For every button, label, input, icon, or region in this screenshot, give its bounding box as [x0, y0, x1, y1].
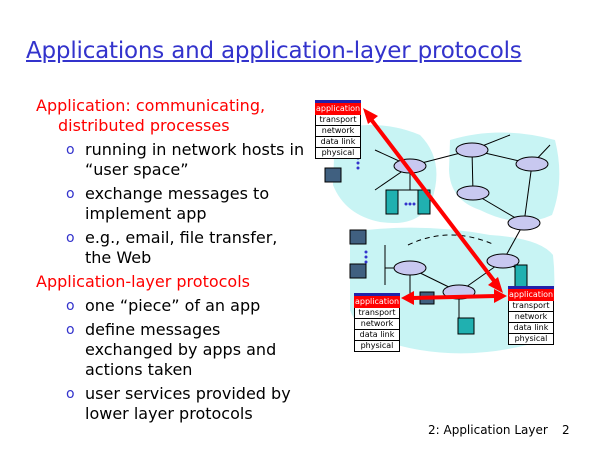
bullet-text: implement app	[85, 204, 207, 223]
protocol-stack-host-right: application transport network data link …	[508, 286, 554, 345]
layer-data-link: data link	[354, 330, 400, 341]
server-icon	[385, 189, 399, 215]
bullet-text: user services provided by	[85, 384, 291, 403]
protocol-stack-host-bottom: application transport network data link …	[354, 293, 400, 352]
layer-transport: transport	[354, 308, 400, 319]
layer-physical: physical	[354, 341, 400, 352]
layer-network: network	[508, 312, 554, 323]
section1-heading-line2: distributed processes	[58, 116, 230, 135]
layer-application: application	[354, 296, 400, 308]
layer-data-link: data link	[315, 137, 361, 148]
layer-network: network	[354, 319, 400, 330]
bullet-text: “user space”	[85, 160, 189, 179]
computer-icon	[324, 167, 342, 183]
router-icon	[456, 185, 490, 201]
bullet-icon: o	[66, 142, 75, 158]
router-icon	[507, 215, 541, 231]
router-icon	[455, 142, 489, 158]
layer-network: network	[315, 126, 361, 137]
layer-data-link: data link	[508, 323, 554, 334]
router-icon	[393, 260, 427, 276]
bullet-icon: o	[66, 230, 75, 246]
bullet-text: exchange messages to	[85, 184, 270, 203]
bullet-text: define messages	[85, 320, 221, 339]
layer-physical: physical	[315, 148, 361, 159]
bullet-text: one “piece” of an app	[85, 296, 261, 315]
layer-application: application	[508, 289, 554, 301]
computer-icon	[349, 229, 367, 245]
red-arrows	[363, 108, 507, 305]
footer-page-number: 2	[562, 423, 570, 437]
bullet-icon: o	[66, 386, 75, 402]
router-icon	[515, 156, 549, 172]
bullet-text: running in network hosts in	[85, 140, 305, 159]
routers	[393, 142, 549, 300]
bullet-text: e.g., email, file transfer,	[85, 228, 278, 247]
router-icon	[486, 253, 520, 269]
footer-chapter: 2: Application Layer	[428, 423, 548, 437]
section1-heading-line1: Application: communicating,	[36, 96, 266, 115]
bullet-text: exchanged by apps and	[85, 340, 277, 359]
bullet-text: the Web	[85, 248, 152, 267]
bullet-icon: o	[66, 322, 75, 338]
section2-heading: Application-layer protocols	[36, 272, 250, 291]
computer-icon	[349, 263, 367, 279]
protocol-stack-host-top: application transport network data link …	[315, 100, 361, 159]
layer-physical: physical	[508, 334, 554, 345]
layer-transport: transport	[508, 301, 554, 312]
bullet-text: actions taken	[85, 360, 193, 379]
bullet-icon: o	[66, 298, 75, 314]
slide-title: Applications and application-layer proto…	[26, 38, 522, 64]
layer-transport: transport	[315, 115, 361, 126]
layer-application: application	[315, 103, 361, 115]
bullet-icon: o	[66, 186, 75, 202]
server-icon	[457, 317, 475, 335]
bullet-text: lower layer protocols	[85, 404, 253, 423]
